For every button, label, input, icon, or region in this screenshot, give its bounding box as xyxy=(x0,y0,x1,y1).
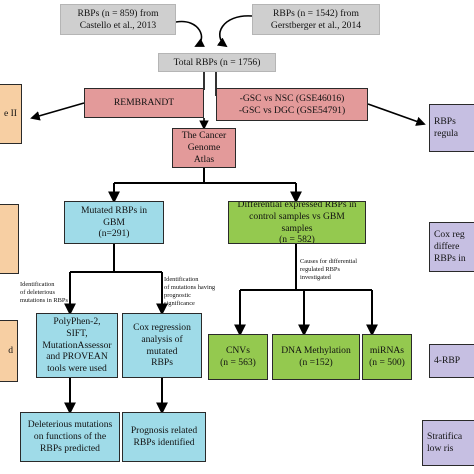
right-4rbp-label: 4-RBP xyxy=(434,355,461,367)
gsc-datasets-box: -GSC vs NSC (GSE46016) -GSC vs DGC (GSE5… xyxy=(216,88,368,121)
total-rbp-label: Total RBPs (n = 1756) xyxy=(173,56,261,68)
polyphen-tools-box: PolyPhen-2, SIFT, MutationAssessor and P… xyxy=(36,313,118,378)
differential-rbps-box: Differential expressed RBPs in control s… xyxy=(228,201,366,244)
prognostic-identification-note: Identification of mutations having progn… xyxy=(164,276,216,307)
deleterious-identification-note: Identification of deleterious mutations … xyxy=(20,281,68,304)
castello-rbp-box: RBPs (n = 859) from Castello et al., 201… xyxy=(60,4,176,35)
left-mid-box xyxy=(0,204,19,274)
gerstberger-rbp-label: RBPs (n = 1542) from Gerstberger et al.,… xyxy=(270,7,362,31)
mirna-box: miRNAs (n = 500) xyxy=(362,334,412,380)
cnv-label: CNVs (n = 563) xyxy=(220,345,256,368)
cox-mutated-label: Cox regression analysis of mutated RBPs xyxy=(133,322,191,369)
tcga-label: The Cancer Genome Atlas xyxy=(181,130,227,165)
cox-mutated-box: Cox regression analysis of mutated RBPs xyxy=(122,313,202,378)
methylation-label: DNA Methylation (n =152) xyxy=(281,345,351,368)
methylation-box: DNA Methylation (n =152) xyxy=(272,334,360,380)
arrow-gsc-right xyxy=(367,103,426,126)
causes-note: Causes for differential regulated RBPs i… xyxy=(300,258,358,281)
deleterious-result-label: Deleterious mutations on functions of th… xyxy=(27,419,113,454)
prognosis-result-box: Prognosis related RBPs identified xyxy=(122,412,206,462)
mutated-rbps-box: Mutated RBPs in GBM (n=291) xyxy=(64,201,164,244)
gsc-datasets-label: -GSC vs NSC (GSE46016) -GSC vs DGC (GSE5… xyxy=(238,92,346,116)
right-4rbp-box: 4-RBP xyxy=(429,344,474,378)
rembrandt-label: REMBRANDT xyxy=(113,97,175,109)
deleterious-result-box: Deleterious mutations on functions of th… xyxy=(20,412,120,462)
right-top-label: RBPs regula xyxy=(434,116,458,139)
arrow-rembrandt-left xyxy=(30,102,85,121)
right-mid-box: Cox reg differe RBPs in xyxy=(429,222,474,272)
rembrandt-box: REMBRANDT xyxy=(84,88,204,118)
left-bot-label: d xyxy=(8,345,13,357)
gerstberger-rbp-box: RBPs (n = 1542) from Gerstberger et al.,… xyxy=(252,4,380,35)
right-bot-label: Stratifica low ris xyxy=(427,431,463,454)
tcga-box: The Cancer Genome Atlas xyxy=(172,128,236,168)
mutated-rbps-label: Mutated RBPs in GBM (n=291) xyxy=(80,204,148,240)
left-top-box: e II xyxy=(0,84,22,144)
prognosis-result-label: Prognosis related RBPs identified xyxy=(130,425,198,448)
right-bot-box: Stratifica low ris xyxy=(422,420,474,466)
total-rbp-box: Total RBPs (n = 1756) xyxy=(158,53,276,72)
differential-rbps-label: Differential expressed RBPs in control s… xyxy=(237,201,357,244)
cnv-box: CNVs (n = 563) xyxy=(208,334,268,380)
castello-rbp-label: RBPs (n = 859) from Castello et al., 201… xyxy=(77,7,159,31)
right-top-box: RBPs regula xyxy=(429,104,474,152)
curved-arrow-gerstberger-total xyxy=(216,15,253,48)
left-bot-box: d xyxy=(0,320,18,382)
polyphen-tools-label: PolyPhen-2, SIFT, MutationAssessor and P… xyxy=(42,316,112,375)
right-mid-label: Cox reg differe RBPs in xyxy=(434,229,466,264)
mirna-label: miRNAs (n = 500) xyxy=(369,345,405,368)
left-top-label: e II xyxy=(3,108,17,120)
curved-arrow-castello-total xyxy=(175,20,206,47)
